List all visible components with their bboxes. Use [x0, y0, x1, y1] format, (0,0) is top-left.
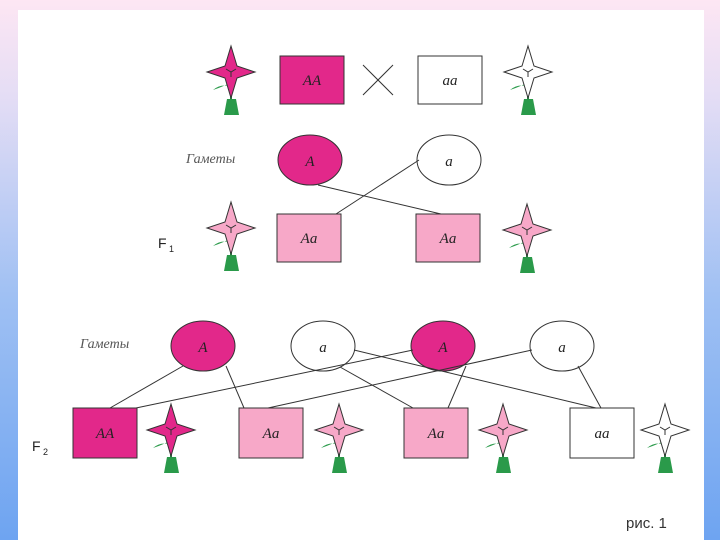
f1-flower-left-icon — [206, 201, 256, 272]
f2-connector-lines — [109, 349, 602, 409]
f1-flower-right-icon — [502, 203, 552, 274]
f2-offspring-2-genotype: Aa — [262, 426, 280, 442]
gamete-f1-4-label: a — [558, 340, 566, 356]
f2-offspring-box-1 — [72, 407, 138, 459]
diagram-sheet: AA aa Гаметы A a F 1 Aa Aa Гаметы A a A … — [18, 10, 704, 540]
f1-label: F — [158, 235, 167, 251]
f2-offspring-box-3 — [403, 407, 469, 459]
gamete-f1-2-label: a — [319, 340, 327, 356]
gamete-f1-1-label: A — [197, 340, 208, 356]
parent-dominant-flower-icon — [206, 45, 256, 116]
f2-offspring-box-4 — [569, 407, 635, 459]
parent-aa-recessive-box — [417, 55, 483, 105]
f2-offspring-4-genotype: aa — [595, 426, 610, 442]
f2-flower-2-icon — [314, 403, 364, 474]
gamete-f1-1 — [170, 320, 236, 372]
f2-flower-4-icon — [640, 403, 690, 474]
f2-offspring-1-genotype: AA — [95, 426, 115, 442]
gametes-label-1: Гаметы — [185, 152, 235, 167]
f1-offspring-2-genotype: Aa — [439, 231, 457, 247]
f2-label-subscript: 2 — [43, 447, 48, 457]
gamete-recessive-1-label: a — [445, 154, 453, 170]
f1-label-subscript: 1 — [169, 244, 174, 254]
f2-flower-1-icon — [146, 403, 196, 474]
gamete-dominant-1 — [277, 134, 343, 186]
f2-flower-3-icon — [478, 403, 528, 474]
f2-offspring-box-2 — [238, 407, 304, 459]
gamete-f1-3-label: A — [437, 340, 448, 356]
gamete-f1-4 — [529, 320, 595, 372]
gamete-recessive-1 — [416, 134, 482, 186]
f1-offspring-1-genotype: Aa — [300, 231, 318, 247]
f1-offspring-box-2 — [415, 213, 481, 263]
gamete-f1-2 — [290, 320, 356, 372]
f2-offspring-3-genotype: Aa — [427, 426, 445, 442]
gamete-dominant-1-label: A — [304, 154, 315, 170]
gametes-label-2: Гаметы — [79, 337, 129, 352]
parent-aa-dominant-box — [279, 55, 345, 105]
parent-dominant-genotype: AA — [302, 73, 322, 89]
cross-icon — [362, 64, 394, 96]
f2-label: F — [32, 438, 41, 454]
f1-connector-lines — [317, 159, 442, 215]
genetics-diagram: AA aa Гаметы A a F 1 Aa Aa Гаметы A a A … — [32, 45, 690, 532]
parent-recessive-genotype: aa — [443, 73, 458, 89]
parent-recessive-flower-icon — [503, 45, 553, 116]
f1-offspring-box-1 — [276, 213, 342, 263]
figure-caption: рис. 1 — [626, 515, 667, 532]
